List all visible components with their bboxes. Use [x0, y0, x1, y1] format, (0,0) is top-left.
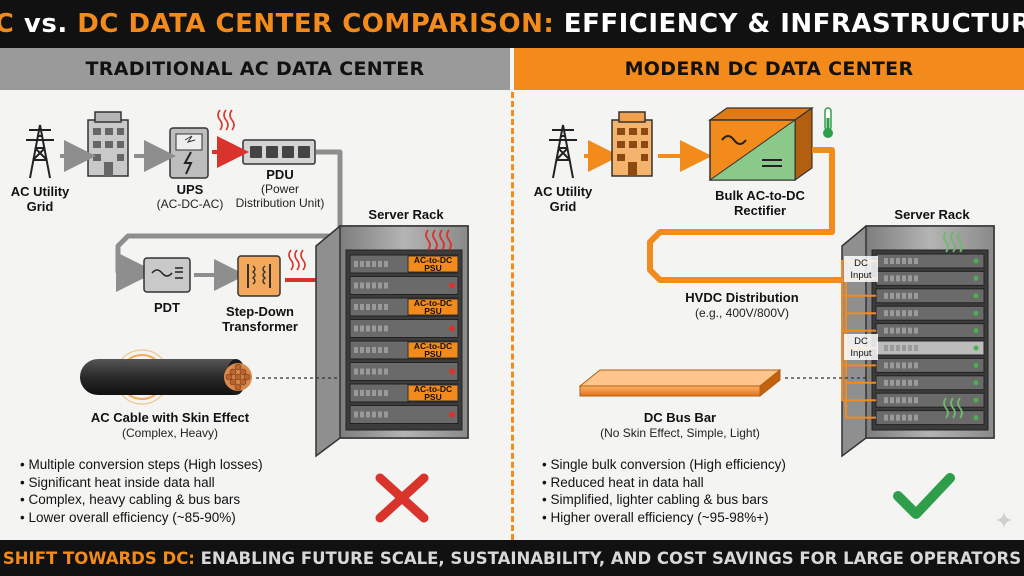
psu-label: AC-to-DC [414, 298, 452, 308]
psu-label: AC-to-DC [414, 255, 452, 265]
psu-label: PSU [424, 392, 441, 402]
heat-waves-icon [288, 249, 306, 271]
svg-text:Input: Input [850, 270, 871, 281]
transformer-label: Step-Down Transformer [222, 304, 298, 334]
psu-label: AC-to-DC [414, 384, 452, 394]
building-icon [611, 111, 653, 177]
list-item: Complex, heavy cabling & bus bars [20, 491, 320, 509]
check-icon [893, 473, 955, 519]
hvdc-label: HVDC Distribution [685, 290, 799, 305]
svg-text:Input: Input [850, 348, 871, 359]
building-icon [87, 111, 129, 177]
list-item: Single bulk conversion (High efficiency) [542, 456, 862, 474]
dc-busbar-icon [578, 368, 782, 398]
section-divider [511, 92, 514, 540]
svg-text:DC: DC [854, 258, 868, 269]
list-item: Lower overall efficiency (~85-90%) [20, 509, 320, 527]
svg-text:DC: DC [854, 336, 868, 347]
sparkle-icon [996, 512, 1012, 528]
cross-icon [375, 473, 429, 523]
ups-sublabel: (AC-DC-AC) [156, 197, 224, 211]
ups-icon [169, 127, 209, 179]
dc-section-header: MODERN DC DATA CENTER [514, 48, 1024, 90]
low-heat-icon [943, 231, 963, 419]
server-unit [875, 305, 985, 321]
server-unit [875, 323, 985, 339]
server-unit [875, 410, 985, 426]
hvdc-sublabel: (e.g., 400V/800V) [694, 306, 790, 320]
server-unit [875, 288, 985, 304]
server-unit [349, 276, 459, 295]
list-item: Reduced heat in data hall [542, 474, 862, 492]
server-unit [349, 362, 459, 381]
pdu-icon [242, 139, 316, 165]
heat-waves-icon [217, 109, 235, 131]
pdu-sublabel: (Power Distribution Unit) [235, 182, 325, 210]
ac-grid-label: AC Utility Grid [10, 184, 70, 214]
server-slots-ac: AC-to-DCPSUAC-to-DCPSUAC-to-DCPSUAC-to-D… [349, 254, 459, 424]
power-tower-icon [549, 124, 577, 179]
list-item: Higher overall efficiency (~95-98%+) [542, 509, 862, 527]
pdt-icon [143, 257, 191, 293]
server-unit [349, 319, 459, 338]
list-item: Multiple conversion steps (High losses) [20, 456, 320, 474]
dc-feed-line [845, 280, 876, 419]
dc-input-label-2: DC Input [844, 334, 878, 360]
ac-cable-icon [80, 349, 252, 405]
ac-cable-label: AC Cable with Skin Effect [90, 410, 250, 425]
dc-feed-line [841, 280, 876, 402]
dc-busbar-label: DC Bus Bar [643, 410, 717, 425]
thermometer-icon [823, 107, 833, 138]
psu-label: PSU [424, 349, 441, 359]
dc-bullet-list: Single bulk conversion (High efficiency)… [542, 456, 862, 526]
psu-label: PSU [424, 263, 441, 273]
title-bar: AC vs. DC DATA CENTER COMPARISON: EFFICI… [0, 0, 1024, 48]
ac-section-header: TRADITIONAL AC DATA CENTER [0, 48, 510, 90]
power-tower-icon [26, 124, 54, 179]
server-unit [875, 270, 985, 286]
rectifier-label: Bulk AC-to-DC Rectifier [715, 188, 805, 218]
pdt-label: PDT [154, 300, 180, 315]
transformer-icon [237, 255, 281, 297]
server-unit [875, 340, 985, 356]
server-unit [349, 405, 459, 424]
list-item: Simplified, lighter cabling & bus bars [542, 491, 862, 509]
server-unit [875, 392, 985, 408]
ac-cable-sublabel: (Complex, Heavy) [121, 426, 219, 440]
server-unit [875, 375, 985, 391]
psu-label: PSU [424, 306, 441, 316]
footer-banner: SHIFT TOWARDS DC: ENABLING FUTURE SCALE,… [0, 540, 1024, 576]
list-item: Significant heat inside data hall [20, 474, 320, 492]
ac-server-rack-label: Server Rack [368, 207, 444, 222]
rectifier-icon [708, 106, 814, 182]
pdu-label: PDU [266, 167, 294, 182]
server-unit [875, 357, 985, 373]
page-title: AC vs. DC DATA CENTER COMPARISON: EFFICI… [0, 9, 1024, 39]
dc-input-feeds [841, 260, 876, 419]
dc-input-label-1: DC Input [844, 256, 878, 282]
psu-label: AC-to-DC [414, 341, 452, 351]
heat-waves-icon [425, 229, 452, 251]
ups-label: UPS [176, 182, 204, 197]
ac-bullet-list: Multiple conversion steps (High losses) … [20, 456, 320, 526]
hvdc-line [647, 147, 842, 283]
server-unit [875, 253, 985, 269]
dc-server-rack-label: Server Rack [894, 207, 970, 222]
dc-grid-label: AC Utility Grid [533, 184, 593, 214]
dc-busbar-sublabel: (No Skin Effect, Simple, Light) [600, 426, 760, 440]
